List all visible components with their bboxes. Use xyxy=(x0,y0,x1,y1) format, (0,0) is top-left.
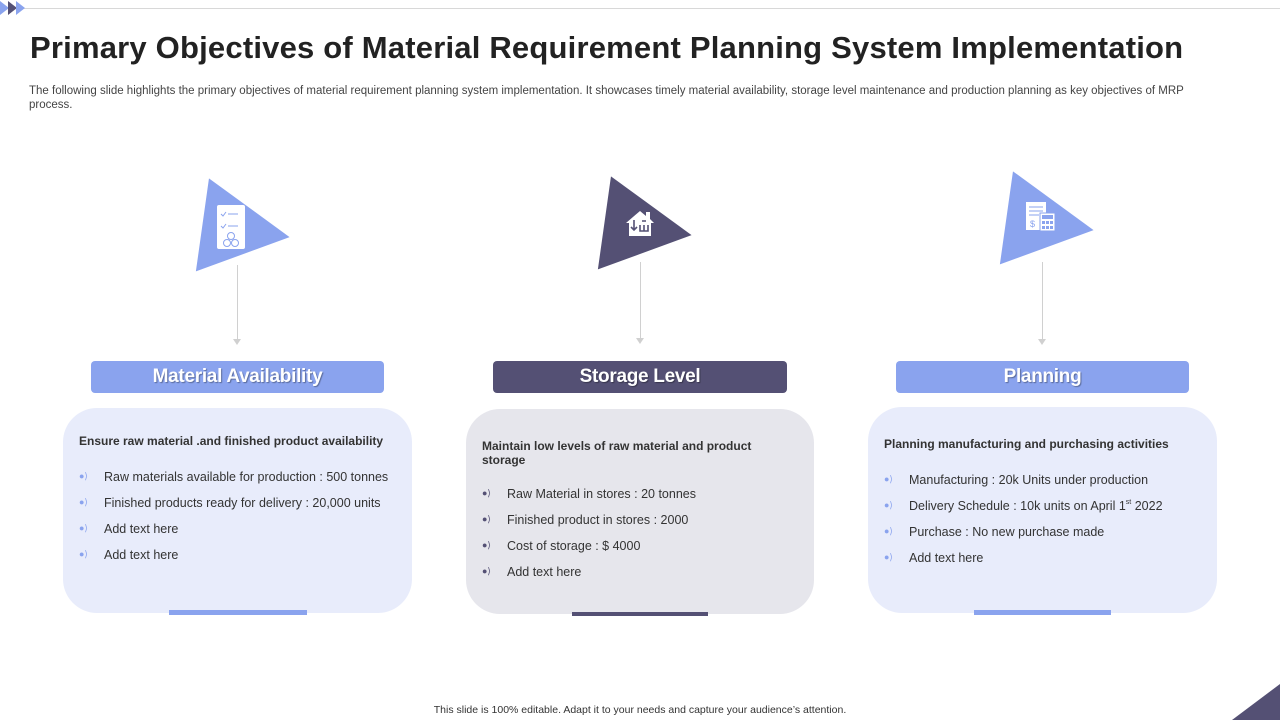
bullet-icon: ●⟩ xyxy=(79,471,88,481)
bullet-icon: ●⟩ xyxy=(482,514,491,524)
bullet-icon: ●⟩ xyxy=(884,500,893,510)
list-item: ●⟩Cost of storage : $ 4000 xyxy=(482,539,641,553)
bullet-icon: ●⟩ xyxy=(884,552,893,562)
chevron-icon xyxy=(16,1,25,15)
bullet-icon: ●⟩ xyxy=(79,523,88,533)
list-item: ●⟩Add text here xyxy=(482,565,582,579)
triangle-marker xyxy=(195,178,297,284)
card-heading: Planning manufacturing and purchasing ac… xyxy=(884,437,1169,451)
arrow-down-icon xyxy=(636,338,644,344)
warehouse-icon xyxy=(624,208,656,243)
chevron-icon xyxy=(0,1,9,15)
list-item: ●⟩Manufacturing : 20k Units under produc… xyxy=(884,473,1149,487)
bullet-icon: ●⟩ xyxy=(79,549,88,559)
footer-note: This slide is 100% editable. Adapt it to… xyxy=(433,704,847,716)
list-item: ●⟩Add text here xyxy=(884,551,984,565)
card-storage-level: Maintain low levels of raw material and … xyxy=(466,409,814,614)
list-item: ●⟩Finished product in stores : 2000 xyxy=(482,513,689,527)
top-divider xyxy=(20,8,1280,9)
connector-line xyxy=(237,265,238,340)
label-material-availability: Material Availability xyxy=(91,361,384,393)
card-material-availability: Ensure raw material .and finished produc… xyxy=(63,408,412,613)
chevron-icon xyxy=(8,1,17,15)
label-planning: Planning xyxy=(896,361,1189,393)
list-item: ●⟩Raw Material in stores : 20 tonnes xyxy=(482,487,696,501)
connector-line xyxy=(640,262,641,339)
label-storage-level: Storage Level xyxy=(493,361,787,393)
card-accent-bar xyxy=(974,610,1111,615)
card-accent-bar xyxy=(572,612,708,616)
page-title: Primary Objectives of Material Requireme… xyxy=(30,30,1184,65)
card-planning: Planning manufacturing and purchasing ac… xyxy=(868,407,1217,613)
list-item: ●⟩Purchase : No new purchase made xyxy=(884,525,1105,539)
bullet-icon: ●⟩ xyxy=(482,566,491,576)
bullet-icon: ●⟩ xyxy=(482,540,491,550)
svg-text:$: $ xyxy=(1030,219,1035,229)
card-accent-bar xyxy=(169,610,307,615)
list-item: ●⟩Add text here xyxy=(79,548,179,562)
list-item: ●⟩Finished products ready for delivery :… xyxy=(79,496,381,510)
arrow-down-icon xyxy=(233,339,241,345)
connector-line xyxy=(1042,262,1043,340)
list-item: ●⟩Delivery Schedule : 10k units on April… xyxy=(884,499,1163,513)
bullet-icon: ●⟩ xyxy=(79,497,88,507)
bullet-icon: ●⟩ xyxy=(482,488,491,498)
page-subtitle: The following slide highlights the prima… xyxy=(29,85,1184,111)
corner-decoration xyxy=(1232,684,1280,720)
bullet-icon: ●⟩ xyxy=(884,526,893,536)
bullet-icon: ●⟩ xyxy=(884,474,893,484)
calculator-invoice-icon: $ xyxy=(1024,200,1058,239)
card-heading: Ensure raw material .and finished produc… xyxy=(79,434,384,448)
list-item: ●⟩Raw materials available for production… xyxy=(79,470,389,484)
card-heading: Maintain low levels of raw material and … xyxy=(482,439,752,467)
clipboard-checklist-icon xyxy=(217,205,245,249)
arrow-down-icon xyxy=(1038,339,1046,345)
list-item: ●⟩Add text here xyxy=(79,522,179,536)
